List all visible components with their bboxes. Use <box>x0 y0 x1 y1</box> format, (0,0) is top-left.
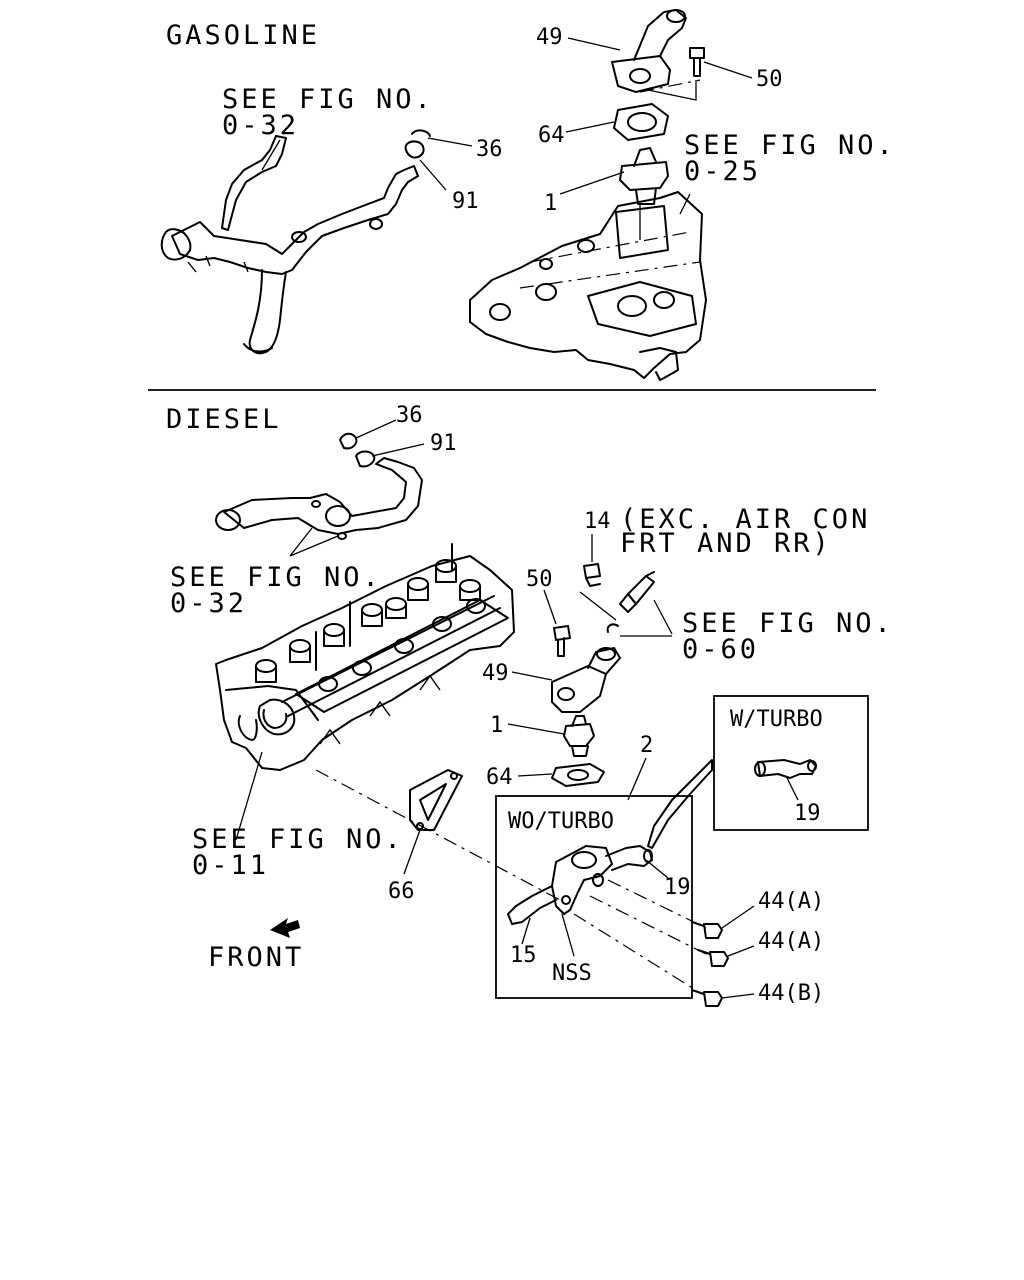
diesel-callout-44b: 44(B) <box>758 981 824 1006</box>
diesel-gasket-64 <box>551 763 605 787</box>
gas-callout-1: 1 <box>544 191 557 216</box>
diesel-callout-15: 15 <box>510 943 537 968</box>
section-title-gasoline: GASOLINE <box>166 20 320 51</box>
diesel-bolt-44b <box>691 989 723 1007</box>
wo-turbo-label: WO/TURBO <box>508 809 614 834</box>
diesel-callout-1: 1 <box>490 713 503 738</box>
gas-callout-91: 91 <box>452 189 479 214</box>
gas-gasket-64 <box>613 103 669 141</box>
diesel-see-fig-0-11-line1: SEE FIG NO. <box>192 824 404 855</box>
gas-see-fig-0-25-line2: 0-25 <box>684 156 761 187</box>
diesel-sensor-14 <box>583 563 601 587</box>
diesel-callout-14: 14 <box>584 509 611 534</box>
diesel-water-outlet-49 <box>551 647 621 713</box>
diesel-callout-66: 66 <box>388 879 415 904</box>
diesel-label-nss: NSS <box>552 961 592 986</box>
turbo-link-wedge <box>647 759 713 849</box>
gas-bolt-50 <box>689 47 705 77</box>
gas-thermostat-1 <box>619 147 669 205</box>
w-turbo-callout-19: 19 <box>794 801 821 826</box>
diesel-see-fig-0-60-line1: SEE FIG NO. <box>682 608 894 639</box>
diesel-callout-50: 50 <box>526 567 553 592</box>
front-label: FRONT <box>208 942 304 973</box>
diesel-cylinder-head <box>215 543 515 771</box>
diesel-callout-19: 19 <box>664 875 691 900</box>
diesel-temp-sensor <box>606 571 655 633</box>
gas-see-fig-0-25-line1: SEE FIG NO. <box>684 130 896 161</box>
diesel-callout-36: 36 <box>396 403 423 428</box>
diesel-callout-2: 2 <box>640 733 653 758</box>
section-title-diesel: DIESEL <box>166 404 282 435</box>
diesel-note-14-line1: (EXC. AIR CON <box>620 504 870 535</box>
gas-see-fig-0-32-line2: 0-32 <box>222 110 299 141</box>
diesel-bolt-44a-2 <box>697 949 729 967</box>
gas-water-outlet-49 <box>611 9 687 93</box>
front-arrow-icon <box>270 918 300 938</box>
diesel-callout-44a-2: 44(A) <box>758 929 824 954</box>
w-turbo-box <box>713 695 869 831</box>
diesel-callout-44a-1: 44(A) <box>758 889 824 914</box>
diesel-gasket-66 <box>409 769 463 831</box>
gas-see-fig-0-32-line1: SEE FIG NO. <box>222 84 434 115</box>
gas-water-pipe <box>160 129 431 355</box>
diesel-note-14-line2: FRT AND RR) <box>620 528 832 559</box>
diesel-thermostat-1 <box>563 715 595 757</box>
gas-callout-49: 49 <box>536 25 563 50</box>
diesel-water-pipe <box>215 432 423 540</box>
diesel-callout-49: 49 <box>482 661 509 686</box>
diesel-see-fig-0-60-line2: 0-60 <box>682 634 759 665</box>
gas-callout-50: 50 <box>756 67 783 92</box>
w-turbo-pipe-19 <box>754 759 817 779</box>
diesel-water-outlet-housing <box>507 845 653 925</box>
diesel-bolt-50 <box>553 625 571 657</box>
gas-callout-36: 36 <box>476 137 503 162</box>
diesel-bolt-44a-1 <box>691 921 723 939</box>
diesel-see-fig-0-32-line1: SEE FIG NO. <box>170 562 382 593</box>
wo-turbo-box <box>495 795 693 999</box>
diesel-callout-91: 91 <box>430 431 457 456</box>
diesel-see-fig-0-11-line2: 0-11 <box>192 850 269 881</box>
diesel-callout-64: 64 <box>486 765 513 790</box>
gas-intake-manifold <box>469 191 707 381</box>
gas-callout-64: 64 <box>538 123 565 148</box>
w-turbo-label: W/TURBO <box>730 707 823 732</box>
diesel-see-fig-0-32-line2: 0-32 <box>170 588 247 619</box>
